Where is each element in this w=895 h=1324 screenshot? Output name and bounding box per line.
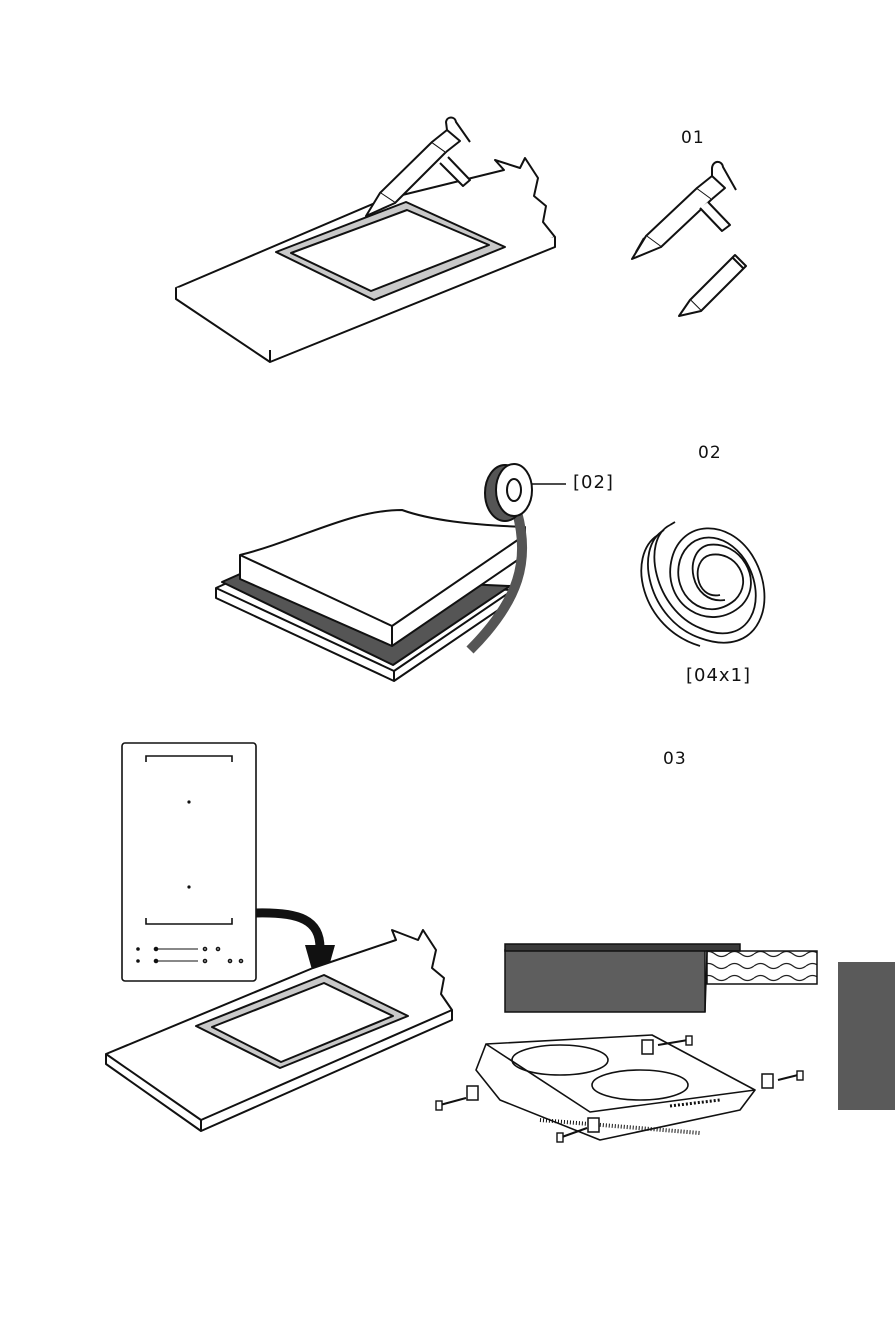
worktop-cutout-step1 <box>176 158 555 362</box>
cross-section-detail <box>505 944 817 1012</box>
hob-upside-down-step2 <box>216 510 525 681</box>
silicone-gun-icon <box>632 162 736 259</box>
section-side-tab <box>838 962 895 1110</box>
seal-tape-coil-icon <box>641 522 764 646</box>
hob-top-view-step3 <box>122 743 256 981</box>
hob-with-clamps <box>476 1035 755 1140</box>
pencil-icon <box>679 255 746 316</box>
